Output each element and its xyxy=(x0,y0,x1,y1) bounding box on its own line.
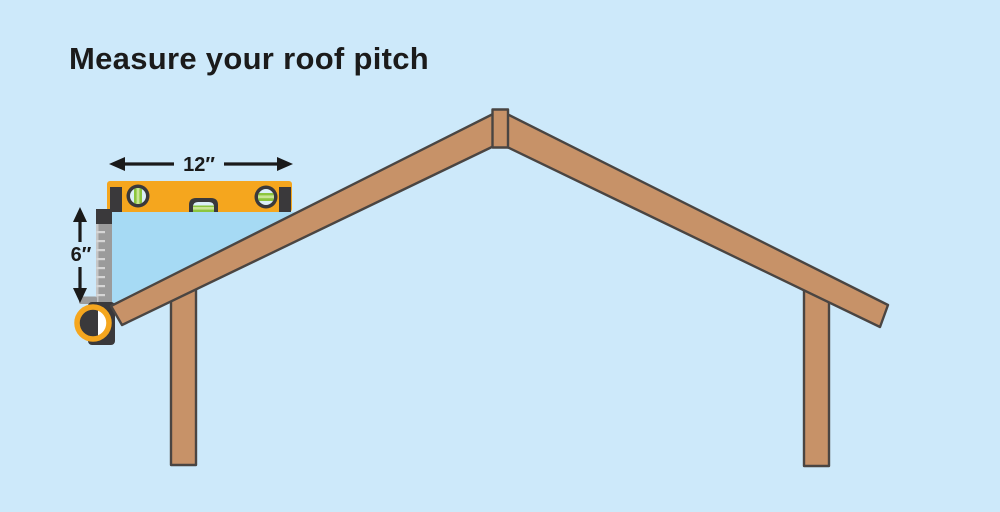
level-body xyxy=(107,181,292,212)
run-dimension: 12″ xyxy=(109,154,293,176)
spirit-level-icon xyxy=(107,181,292,212)
level-vial-right xyxy=(254,185,278,209)
run-arrowhead-left-icon xyxy=(109,157,125,171)
ridge-board xyxy=(491,108,510,149)
level-vial-center xyxy=(189,198,218,212)
rise-arrowhead-up-icon xyxy=(73,207,87,222)
rise-dimension: 6″ xyxy=(71,207,92,303)
right-post xyxy=(802,281,831,468)
tape-measure-icon xyxy=(74,296,115,345)
ruler-strip-icon xyxy=(96,209,112,305)
level-left-cap xyxy=(110,187,122,212)
run-arrowhead-right-icon xyxy=(277,157,293,171)
level-vial-left xyxy=(126,184,150,208)
run-dimension-label: 12″ xyxy=(183,154,215,176)
roof-frame xyxy=(109,108,890,468)
tape-measure-ring xyxy=(74,304,112,342)
ruler-end-cap xyxy=(96,209,112,224)
rise-dimension-label: 6″ xyxy=(71,244,92,266)
rise-arrowhead-down-icon xyxy=(73,288,87,303)
tape-measure-coil xyxy=(78,309,98,337)
right-rafter xyxy=(504,112,890,329)
level-right-cap xyxy=(279,187,291,212)
ruler-strip-highlight xyxy=(96,209,99,305)
ruler-ticks xyxy=(96,231,105,297)
page-title: Measure your roof pitch xyxy=(69,41,430,76)
left-post xyxy=(169,282,198,467)
